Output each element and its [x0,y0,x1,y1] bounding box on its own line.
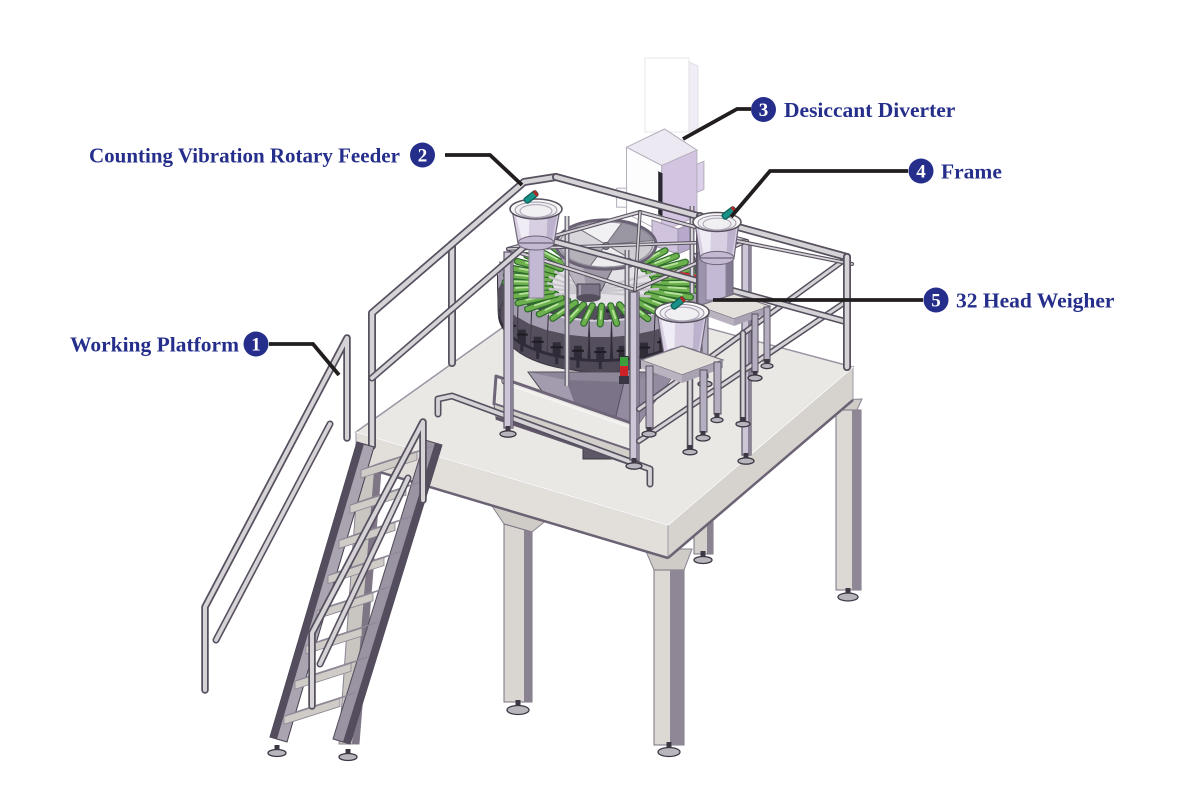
svg-text:Counting Vibration Rotary Feed: Counting Vibration Rotary Feeder [89,144,400,168]
svg-text:Working Platform: Working Platform [70,333,239,357]
svg-text:3: 3 [759,100,769,121]
svg-text:32 Head Weigher: 32 Head Weigher [956,289,1115,313]
svg-text:Frame: Frame [941,160,1002,184]
svg-text:4: 4 [916,162,926,183]
svg-text:1: 1 [251,335,261,356]
svg-text:Desiccant Diverter: Desiccant Diverter [784,98,956,122]
svg-text:2: 2 [418,146,428,167]
svg-text:5: 5 [931,291,941,312]
